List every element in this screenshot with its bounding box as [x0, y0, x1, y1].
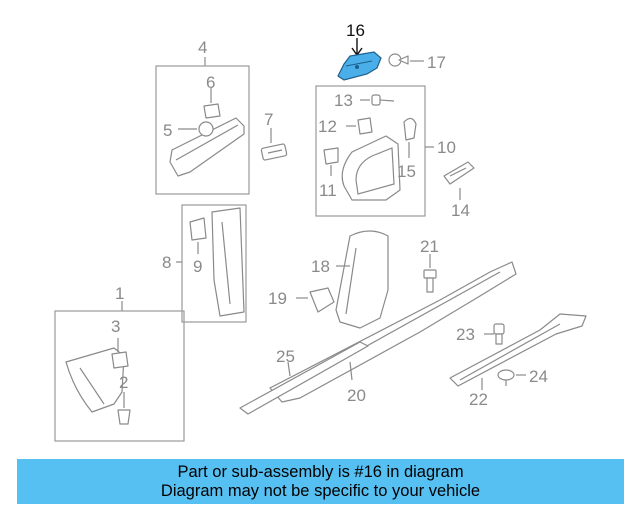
part-25	[239, 341, 369, 415]
callout-21: 21	[420, 237, 439, 256]
info-banner: Part or sub-assembly is #16 in diagram D…	[17, 459, 624, 504]
callout-23: 23	[456, 325, 475, 344]
callout-25: 25	[276, 347, 295, 366]
callout-15: 15	[397, 162, 416, 181]
callout-24: 24	[529, 367, 548, 386]
group-1	[54, 301, 185, 442]
part-24	[497, 369, 526, 386]
part-16-highlighted[interactable]	[337, 38, 382, 81]
callout-11: 11	[319, 181, 337, 200]
callout-1: 1	[115, 284, 124, 303]
part-21	[423, 254, 437, 293]
callout-7: 7	[264, 110, 273, 129]
callout-8: 8	[162, 253, 171, 272]
callout-16: 16	[346, 21, 365, 40]
callout-18: 18	[311, 257, 330, 276]
part-14	[443, 161, 475, 200]
parts-diagram: 16 17 4 6 5 7	[54, 21, 587, 442]
banner-line-2: Diagram may not be specific to your vehi…	[160, 481, 481, 500]
group-8	[176, 204, 247, 323]
part-19	[296, 287, 335, 313]
callout-14: 14	[451, 201, 470, 220]
callout-13: 13	[334, 91, 353, 110]
part-22	[449, 313, 587, 390]
callout-2: 2	[119, 373, 128, 392]
callout-17: 17	[427, 53, 446, 72]
callout-4: 4	[198, 38, 207, 57]
callout-6: 6	[206, 73, 215, 92]
callout-10: 10	[437, 138, 456, 157]
part-18	[335, 230, 389, 329]
banner-line-1: Part or sub-assembly is #16 in diagram	[177, 462, 464, 481]
part-23	[484, 323, 505, 345]
callout-12: 12	[318, 117, 337, 136]
callout-3: 3	[111, 317, 120, 336]
callout-5: 5	[163, 121, 172, 140]
callout-9: 9	[193, 257, 202, 276]
part-7	[260, 128, 288, 161]
group-10	[315, 85, 434, 217]
callout-20: 20	[347, 386, 366, 405]
callout-22: 22	[469, 390, 488, 409]
group-4	[155, 57, 250, 195]
part-17	[388, 53, 424, 67]
callout-19: 19	[268, 289, 287, 308]
